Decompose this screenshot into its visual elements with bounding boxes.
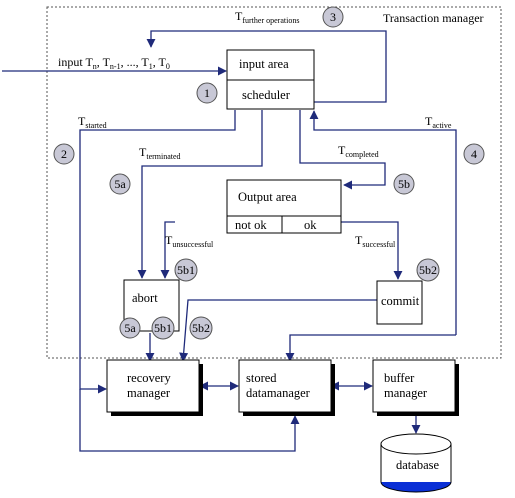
svg-text:5b: 5b [398, 177, 410, 191]
t-unsuccessful-label: Tunsuccessful [165, 233, 214, 249]
svg-text:4: 4 [471, 147, 477, 161]
t-unsuccessful-arrow [160, 221, 175, 279]
recovery-manager-line2: manager [127, 386, 171, 400]
svg-text:5b2: 5b2 [419, 263, 437, 277]
recovery-manager-line1: recovery [127, 371, 171, 385]
t-terminated-arrow [137, 110, 263, 279]
circle-5b: 5b [393, 173, 415, 195]
ok-label: ok [304, 218, 317, 232]
scheduler-label: scheduler [242, 88, 291, 102]
t-started-arrow [79, 110, 236, 394]
commit-box [376, 280, 423, 325]
circle-5b1-top: 5b1 [174, 258, 198, 282]
svg-text:5b1: 5b1 [177, 263, 195, 277]
t-active-arrow [309, 110, 457, 335]
buffer-manager-line1: buffer [384, 371, 415, 385]
t-active-label: Tactive [425, 114, 452, 130]
output-area-box [226, 179, 342, 234]
svg-text:5a: 5a [114, 177, 126, 191]
not-ok-label: not ok [235, 218, 267, 232]
recovery-manager-box [106, 359, 200, 413]
t-completed-arrow [299, 110, 386, 190]
active-to-stored-arrow [285, 334, 456, 362]
transaction-manager-title: Transaction manager [383, 11, 484, 25]
circle-5b1-abort: 5b1 [151, 316, 175, 340]
abort-label: abort [132, 291, 158, 305]
commit-to-recovery-arrow [179, 299, 377, 362]
t-successful-arrow [341, 221, 403, 280]
svg-text:2: 2 [61, 147, 67, 161]
t-completed-label: Tcompleted [338, 143, 379, 159]
stored-datamanager-line1: stored [246, 371, 277, 385]
stored-datamanager-line2: datamanager [246, 386, 311, 400]
commit-label: commit [381, 294, 420, 308]
t-terminated-label: Tterminated [139, 145, 181, 161]
flow-arrows [2, 30, 457, 452]
further-operations-arrow [146, 30, 387, 103]
circle-5b2-top: 5b2 [416, 258, 440, 282]
svg-text:5a: 5a [124, 321, 136, 335]
buffer-manager-line2: manager [384, 386, 428, 400]
transaction-manager-boundary [46, 6, 502, 359]
circle-1: 1 [196, 82, 218, 104]
input-area-label: input area [239, 57, 289, 71]
input-label: input Tn, Tn-1, ..., T1, T0 [58, 55, 170, 71]
svg-text:1: 1 [204, 86, 210, 100]
started-to-stored-arrow [79, 389, 300, 452]
database-cylinder [380, 433, 452, 493]
svg-text:5b1: 5b1 [154, 321, 172, 335]
t-started-label: Tstarted [78, 114, 107, 130]
circle-4: 4 [463, 143, 485, 165]
circle-5a-top: 5a [109, 173, 131, 195]
circle-5b2-bottom: 5b2 [189, 316, 213, 340]
svg-text:5b2: 5b2 [192, 321, 210, 335]
output-area-label: Output area [238, 190, 297, 204]
circle-3: 3 [322, 6, 344, 28]
buffer-manager-box [372, 359, 456, 413]
t-further-operations-label: Tfurther operations [235, 9, 299, 25]
svg-text:3: 3 [330, 10, 336, 24]
t-successful-label: Tsuccessful [355, 233, 396, 249]
circle-5a-abort: 5a [119, 317, 141, 339]
circle-2: 2 [53, 143, 75, 165]
stored-datamanager-box [238, 359, 332, 413]
database-label: database [396, 458, 439, 472]
